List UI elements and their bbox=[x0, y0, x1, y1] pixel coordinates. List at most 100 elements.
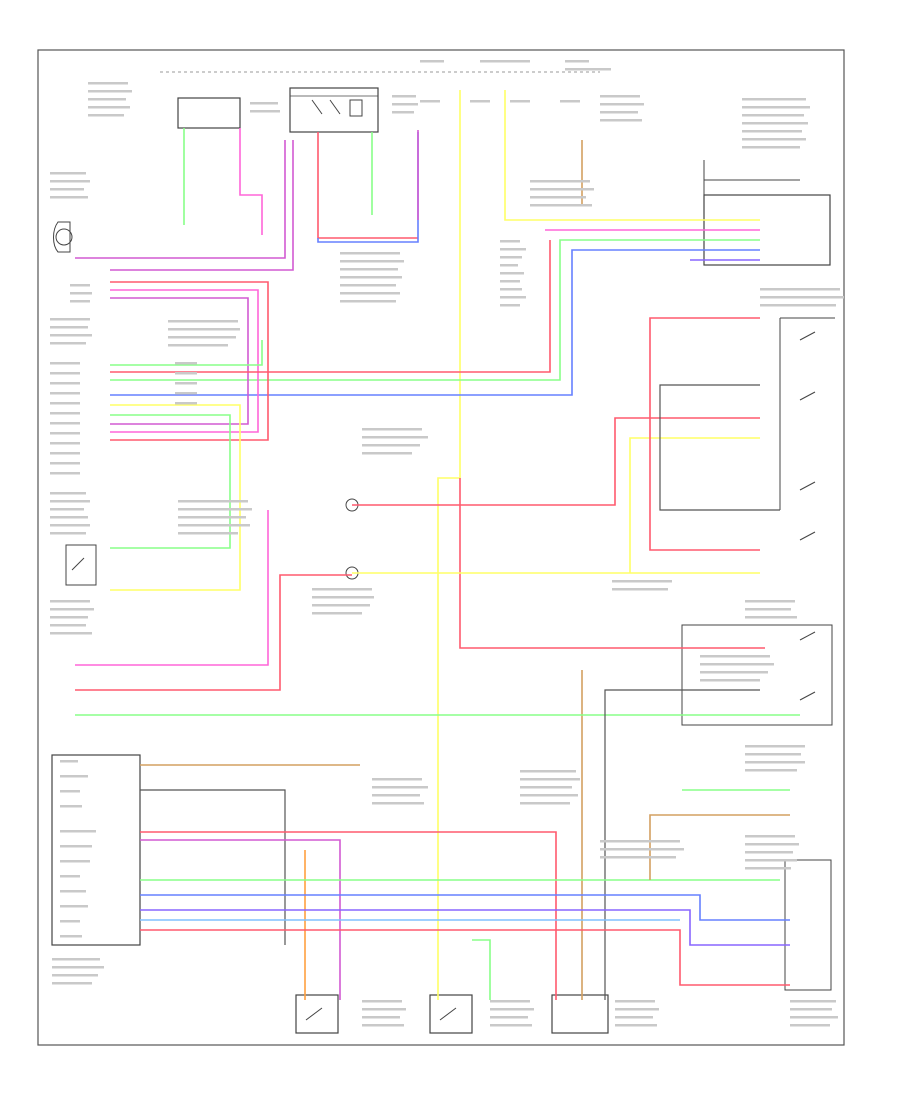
wire-magenta-b1 bbox=[140, 839, 341, 1000]
label-tick-70 bbox=[745, 745, 805, 748]
label-tick-18 bbox=[168, 336, 236, 339]
label-tick-78 bbox=[745, 867, 791, 870]
wire-green-relay2 bbox=[472, 939, 491, 1000]
label-tick-154 bbox=[600, 103, 644, 106]
label-tick-67 bbox=[700, 663, 774, 666]
label-tick-116 bbox=[52, 958, 100, 961]
label-tick-36 bbox=[175, 402, 197, 405]
label-tick-74 bbox=[745, 835, 795, 838]
label-tick-134 bbox=[500, 296, 526, 299]
label-tick-65 bbox=[745, 616, 797, 619]
wire-green-h2 bbox=[110, 340, 263, 366]
label-tick-83 bbox=[362, 1000, 402, 1003]
label-tick-141 bbox=[340, 292, 400, 295]
wire-red-b1 bbox=[140, 831, 557, 1000]
label-tick-81 bbox=[790, 1016, 838, 1019]
label-tick-169 bbox=[565, 68, 611, 71]
label-tick-19 bbox=[168, 344, 228, 347]
label-tick-47 bbox=[178, 500, 248, 503]
label-tick-2 bbox=[88, 98, 126, 101]
wire-red-a bbox=[317, 132, 418, 239]
label-tick-155 bbox=[600, 111, 638, 114]
fuse-switch-1 bbox=[311, 99, 323, 115]
label-tick-126 bbox=[530, 204, 592, 207]
label-tick-12 bbox=[50, 318, 90, 321]
label-tick-111 bbox=[60, 875, 80, 878]
bottom-relay-1-switch bbox=[305, 1007, 323, 1021]
right-switch-2 bbox=[799, 391, 816, 401]
fuse-element bbox=[349, 99, 363, 117]
label-tick-113 bbox=[60, 905, 88, 908]
wire-blue-right bbox=[110, 249, 760, 396]
label-tick-149 bbox=[742, 146, 800, 149]
label-tick-97 bbox=[520, 786, 572, 789]
wire-violet-b1 bbox=[140, 909, 790, 946]
label-tick-130 bbox=[500, 264, 518, 267]
label-tick-11 bbox=[70, 300, 90, 303]
left-top-sensor-circle bbox=[55, 228, 73, 246]
label-tick-45 bbox=[50, 524, 90, 527]
label-tick-28 bbox=[50, 442, 80, 445]
label-tick-91 bbox=[615, 1000, 655, 1003]
label-tick-140 bbox=[340, 284, 396, 287]
label-tick-120 bbox=[600, 840, 680, 843]
right-switch-1 bbox=[799, 331, 816, 341]
label-tick-145 bbox=[742, 114, 804, 117]
label-tick-156 bbox=[600, 119, 642, 122]
label-tick-131 bbox=[500, 272, 524, 275]
label-tick-82 bbox=[790, 1024, 830, 1027]
label-tick-49 bbox=[178, 516, 246, 519]
right-switch-3 bbox=[799, 481, 816, 491]
label-tick-7 bbox=[50, 188, 84, 191]
wire-pink-h1 bbox=[110, 289, 259, 433]
diagram-frame bbox=[37, 49, 845, 1046]
label-tick-105 bbox=[60, 775, 88, 778]
label-tick-136 bbox=[340, 252, 400, 255]
label-tick-4 bbox=[88, 114, 124, 117]
label-tick-15 bbox=[50, 342, 86, 345]
right-mid-switch bbox=[799, 631, 816, 641]
label-tick-112 bbox=[60, 890, 86, 893]
label-tick-123 bbox=[530, 180, 590, 183]
label-tick-87 bbox=[490, 1000, 530, 1003]
wire-grey-b1 bbox=[140, 789, 286, 945]
label-tick-56 bbox=[50, 632, 92, 635]
left-top-sensor bbox=[53, 221, 71, 253]
label-tick-88 bbox=[490, 1008, 534, 1011]
label-tick-119 bbox=[52, 982, 92, 985]
wire-magenta-a bbox=[75, 140, 286, 259]
wire-magenta-b bbox=[110, 140, 294, 271]
label-tick-147 bbox=[742, 130, 802, 133]
label-tick-52 bbox=[50, 600, 90, 603]
label-tick-125 bbox=[530, 196, 586, 199]
label-tick-13 bbox=[50, 326, 88, 329]
label-tick-106 bbox=[60, 790, 80, 793]
label-tick-69 bbox=[700, 679, 760, 682]
label-tick-122 bbox=[600, 856, 676, 859]
label-tick-37 bbox=[362, 428, 422, 431]
label-tick-86 bbox=[362, 1024, 404, 1027]
label-tick-121 bbox=[600, 848, 684, 851]
label-tick-76 bbox=[745, 851, 793, 854]
label-tick-159 bbox=[392, 95, 416, 98]
label-tick-68 bbox=[700, 671, 768, 674]
label-tick-62 bbox=[612, 588, 668, 591]
wire-yellow-h bbox=[110, 404, 241, 591]
right-mid-module bbox=[681, 624, 833, 726]
wire-pink-top bbox=[239, 128, 263, 235]
label-tick-32 bbox=[175, 362, 197, 365]
bottom-relay-2-switch bbox=[439, 1007, 457, 1021]
wire-blue-b1 bbox=[140, 894, 790, 921]
label-tick-124 bbox=[530, 188, 594, 191]
label-tick-40 bbox=[362, 452, 412, 455]
label-tick-6 bbox=[50, 180, 90, 183]
label-tick-94 bbox=[615, 1024, 657, 1027]
top-relay-box bbox=[177, 97, 241, 129]
wire-group bbox=[75, 90, 800, 1000]
label-tick-109 bbox=[60, 845, 92, 848]
label-tick-0 bbox=[88, 82, 128, 85]
label-tick-153 bbox=[600, 95, 640, 98]
label-tick-44 bbox=[50, 516, 88, 519]
